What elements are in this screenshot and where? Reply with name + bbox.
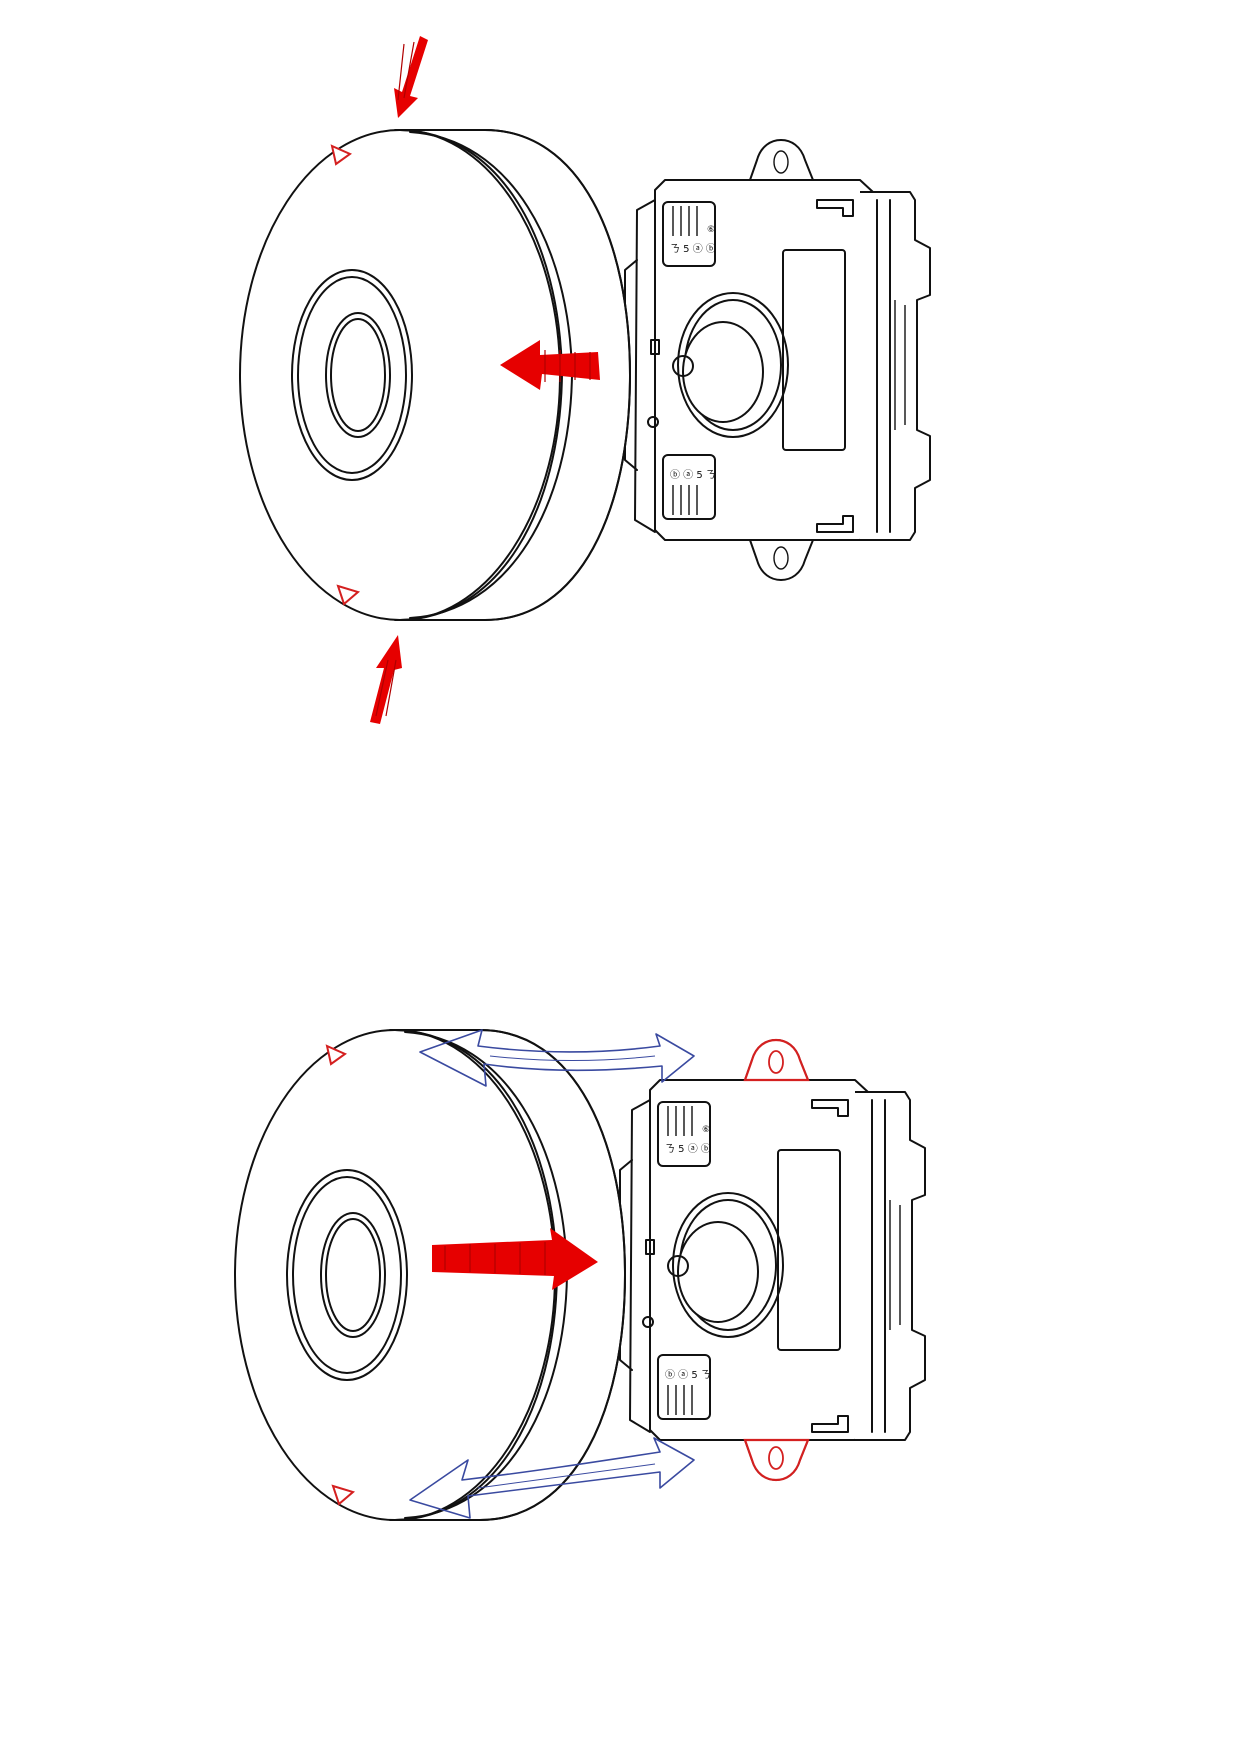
step-1-figure xyxy=(239,36,931,724)
housing-module-2 xyxy=(619,1039,926,1481)
mounting-tab-highlight xyxy=(743,1038,810,1482)
insert-arrow-center xyxy=(432,1228,598,1290)
align-arrow-bottom xyxy=(409,1437,695,1519)
press-arrow-bottom xyxy=(370,635,402,724)
press-arrow-center xyxy=(500,340,600,390)
housing-module xyxy=(624,139,931,581)
press-arrow-top xyxy=(394,36,428,118)
step-2-figure xyxy=(234,1029,926,1521)
align-arrow-top xyxy=(419,1029,695,1087)
